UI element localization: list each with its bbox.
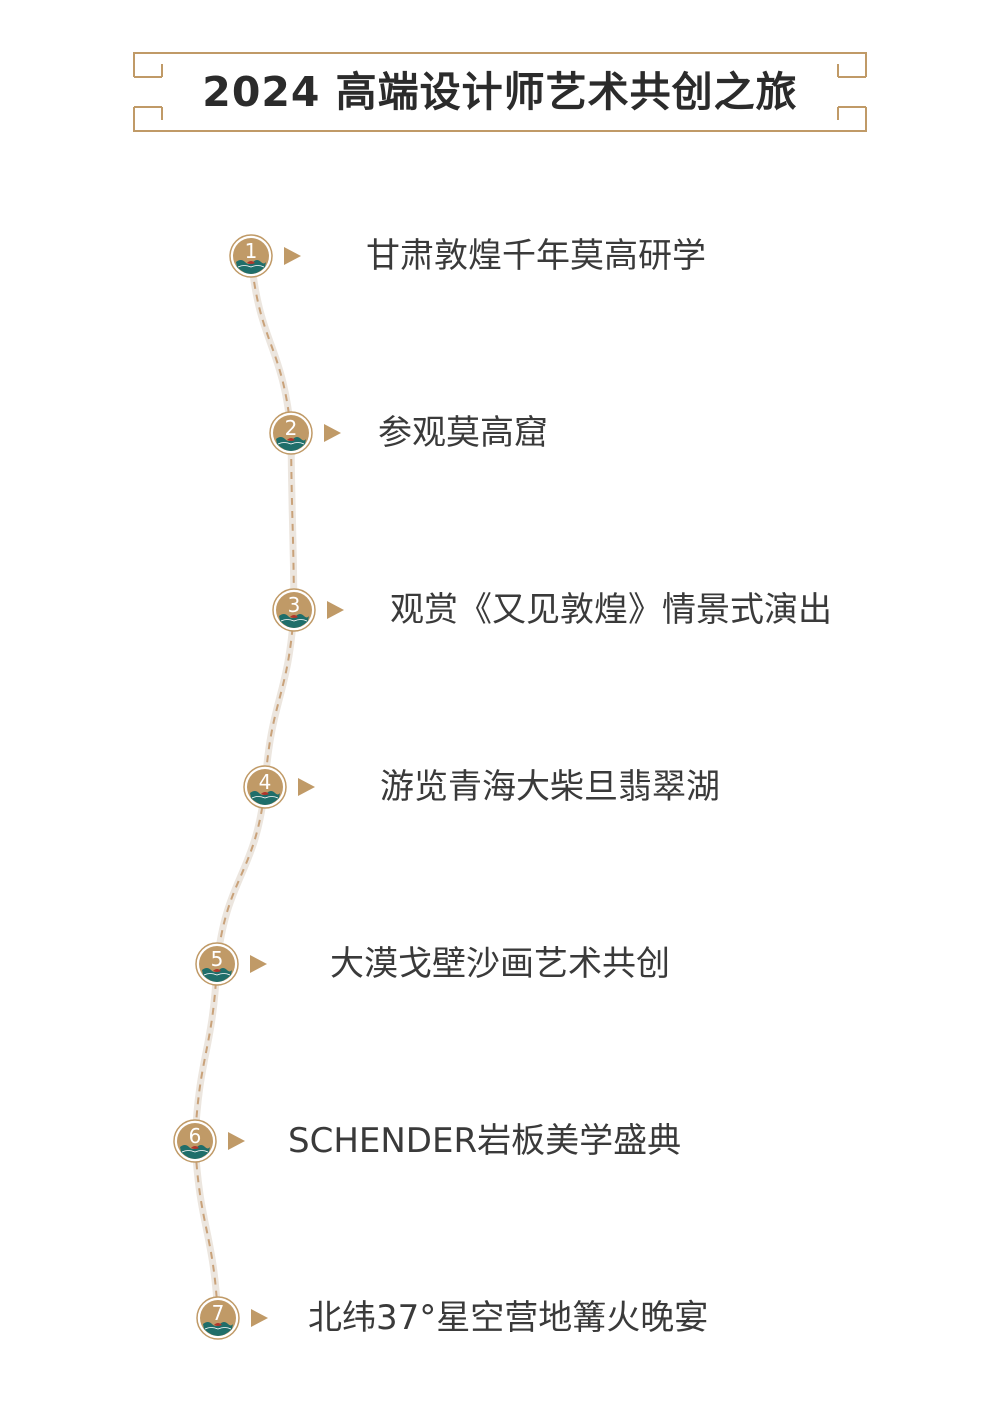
step-label: 观赏《又见敦煌》情景式演出 [390,590,832,630]
step-label: 甘肃敦煌千年莫高研学 [366,236,706,276]
triangle-pointer-icon [251,1309,268,1327]
step-number: 1 [244,239,258,263]
step-number: 5 [210,947,224,971]
medallion-icon: 7 [196,1296,240,1340]
medallion-icon: 1 [229,234,273,278]
medallion-icon: 3 [272,588,316,632]
triangle-pointer-icon [324,424,341,442]
step-label: 北纬37°星空营地篝火晚宴 [308,1298,709,1338]
title-banner: 2024 高端设计师艺术共创之旅 [133,52,867,132]
triangle-pointer-icon [284,247,301,265]
triangle-pointer-icon [250,955,267,973]
step-number: 7 [211,1301,225,1325]
step-label: 游览青海大柴旦翡翠湖 [380,767,720,807]
step-number: 4 [258,770,272,794]
title-frame-border [133,52,867,132]
triangle-pointer-icon [327,601,344,619]
step-number: 6 [188,1124,202,1148]
step-label: 参观莫高窟 [378,413,548,453]
step-label: SCHENDER岩板美学盛典 [288,1121,682,1161]
step-label: 大漠戈壁沙画艺术共创 [330,944,670,984]
medallion-icon: 6 [173,1119,217,1163]
step-number: 2 [284,416,298,440]
medallion-icon: 5 [195,942,239,986]
medallion-icon: 4 [243,765,287,809]
step-number: 3 [287,593,301,617]
medallion-icon: 2 [269,411,313,455]
triangle-pointer-icon [228,1132,245,1150]
page-title: 2024 高端设计师艺术共创之旅 [202,68,798,116]
triangle-pointer-icon [298,778,315,796]
